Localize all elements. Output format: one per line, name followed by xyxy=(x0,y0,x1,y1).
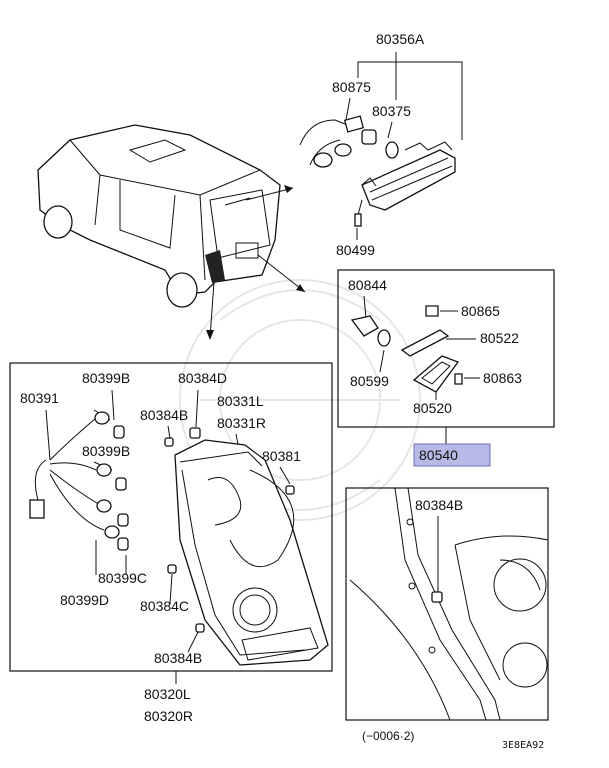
label-80384d: 80384D xyxy=(178,370,227,386)
label-80499: 80499 xyxy=(336,242,375,258)
detail-view: 80384B xyxy=(349,487,549,721)
highlight-80540 xyxy=(413,443,491,467)
label-80599: 80599 xyxy=(350,373,389,389)
label-80320r: 80320R xyxy=(144,708,193,724)
label-80875: 80875 xyxy=(332,79,371,95)
vehicle-illustration xyxy=(37,124,306,340)
label-80375: 80375 xyxy=(372,103,411,119)
date-range: (−0006·2) xyxy=(362,729,414,743)
label-80844: 80844 xyxy=(348,277,387,293)
label-80399d: 80399D xyxy=(60,592,109,608)
label-80331l: 80331L xyxy=(217,393,264,409)
label-80384c: 80384C xyxy=(140,598,189,614)
label-80320l: 80320L xyxy=(144,686,191,702)
high-mount-stop-lamp: 80356A 80875 80375 80499 xyxy=(299,31,463,258)
label-80522: 80522 xyxy=(480,330,519,346)
label-80399b-top: 80399B xyxy=(82,370,130,386)
diagram-code: 3E8EA92 xyxy=(502,740,544,751)
label-80520: 80520 xyxy=(413,400,452,416)
label-80331r: 80331R xyxy=(217,415,266,431)
label-80356a: 80356A xyxy=(376,31,425,47)
label-80384b-lower: 80384B xyxy=(154,650,202,666)
license-plate-lamp: 80844 80599 80865 80522 80863 80520 xyxy=(348,277,522,416)
label-80381: 80381 xyxy=(262,448,301,464)
rear-combination-lamp: 80399B 80384D 80391 80384B 80331L 80331R… xyxy=(20,370,329,666)
label-80540: 80540 xyxy=(419,447,458,463)
label-80865: 80865 xyxy=(461,303,500,319)
label-80399c: 80399C xyxy=(98,570,147,586)
label-80863: 80863 xyxy=(483,370,522,386)
rear-lamp-frame xyxy=(9,362,333,672)
label-80384b-detail: 80384B xyxy=(415,497,463,513)
detail-view-frame xyxy=(345,487,549,721)
label-80399b-mid: 80399B xyxy=(82,443,130,459)
label-80384b-upper: 80384B xyxy=(140,407,188,423)
label-80391: 80391 xyxy=(20,390,59,406)
